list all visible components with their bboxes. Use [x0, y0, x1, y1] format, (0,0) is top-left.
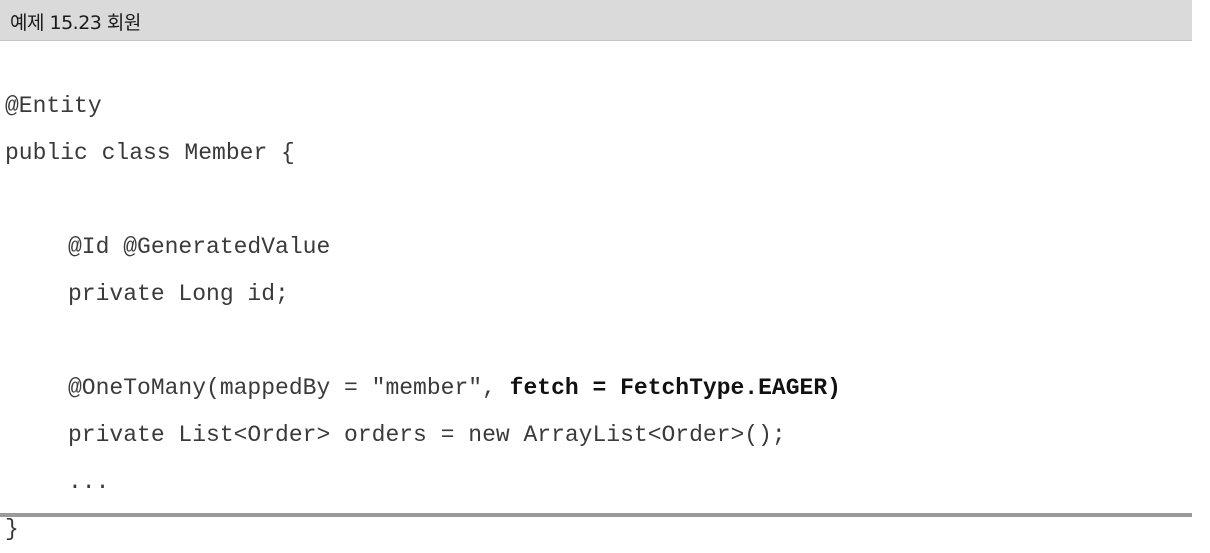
entity-annotation: @Entity: [5, 93, 102, 119]
code-line-6-blank: [5, 318, 841, 365]
code-line-8: private List<Order> orders = new ArrayLi…: [5, 412, 841, 459]
class-declaration: public class Member {: [5, 140, 295, 166]
id-annotation: @Id @GeneratedValue: [68, 234, 331, 260]
example-title: 예제 15.23 회원: [10, 12, 141, 34]
code-line-9: ...: [5, 459, 841, 506]
onetomany-annotation: @OneToMany(mappedBy = "member",: [68, 375, 510, 401]
closing-brace: }: [5, 516, 19, 542]
ellipsis: ...: [68, 469, 110, 495]
code-line-3-blank: [5, 177, 841, 224]
example-header: 예제 15.23 회원: [0, 0, 1192, 41]
orders-field: private List<Order> orders = new ArrayLi…: [68, 422, 786, 448]
code-line-5: private Long id;: [5, 271, 841, 318]
code-block: @Entity public class Member { @Id @Gener…: [5, 83, 841, 553]
bottom-divider: [0, 513, 1192, 517]
code-line-2: public class Member {: [5, 130, 841, 177]
code-line-1: @Entity: [5, 83, 841, 130]
fetch-eager-highlight: fetch = FetchType.EAGER): [509, 375, 841, 401]
code-line-7: @OneToMany(mappedBy = "member", fetch = …: [5, 365, 841, 412]
id-field: private Long id;: [68, 281, 289, 307]
code-line-4: @Id @GeneratedValue: [5, 224, 841, 271]
